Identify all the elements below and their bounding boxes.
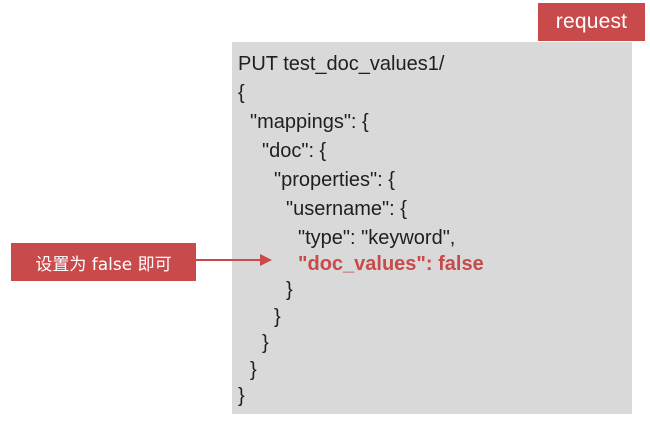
code-line-7: "type": "keyword", [298,227,456,249]
code-line-10: } [274,306,281,328]
code-panel: PUT test_doc_values1/ { "mappings": { "d… [232,42,632,414]
code-line-11: } [262,332,269,354]
code-line-9: } [286,279,293,301]
code-line-4: "doc": { [262,140,327,162]
request-tag: request [538,3,645,41]
code-line-3: "mappings": { [250,111,369,133]
code-line-5: "properties": { [274,169,395,191]
code-line-6: "username": { [286,198,407,220]
callout-label: 设置为 false 即可 [11,243,196,281]
code-line-highlight: "doc_values": false [298,253,484,275]
code-line-2: { [238,82,245,104]
code-line-1: PUT test_doc_values1/ [238,53,445,75]
arrow-right-icon [196,254,272,266]
code-line-13: } [238,385,245,407]
code-line-12: } [250,359,257,381]
